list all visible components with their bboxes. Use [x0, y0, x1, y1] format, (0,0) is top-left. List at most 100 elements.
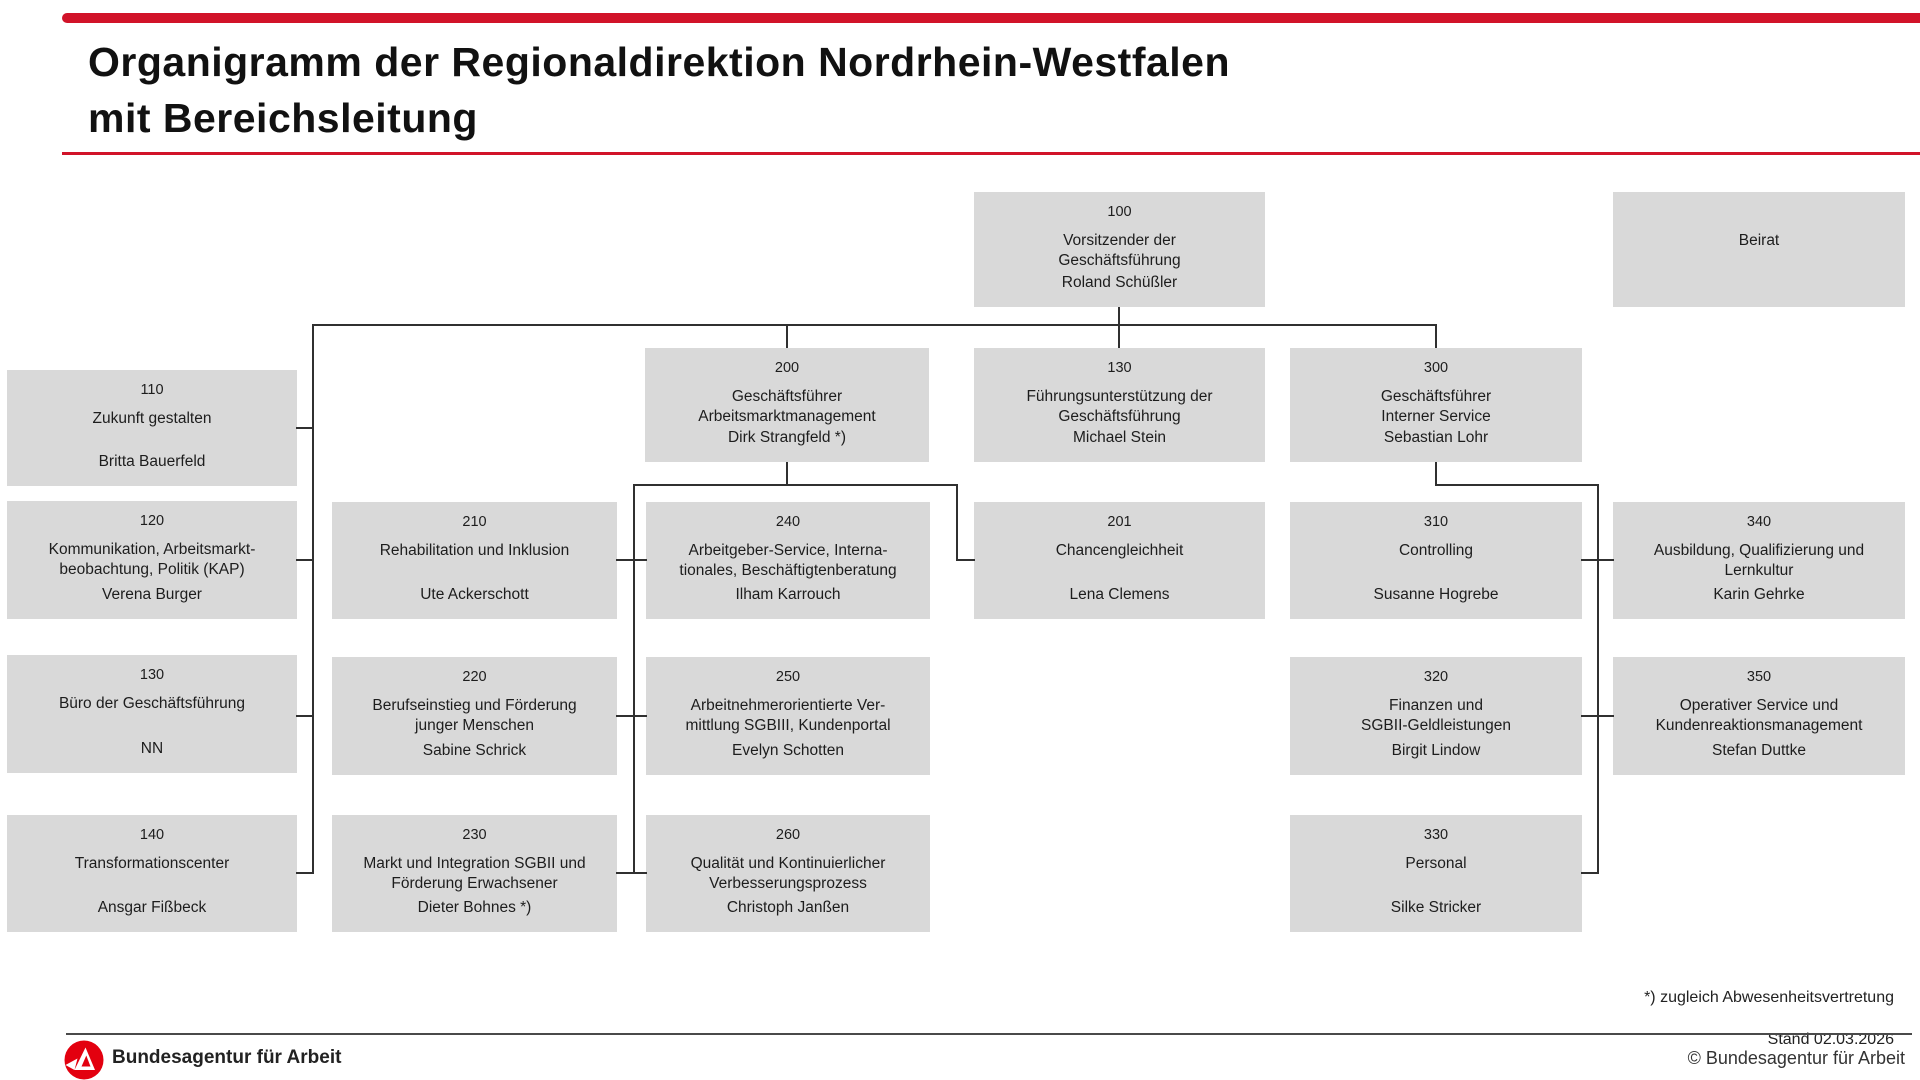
orgbox-person: Sabine Schrick [422, 742, 527, 759]
orgbox-person: Britta Bauerfeld [98, 453, 206, 470]
orgbox-240: 240 Arbeitgeber-Service, Interna- tional… [646, 502, 930, 619]
orgbox-person: Birgit Lindow [1391, 742, 1481, 759]
title-rule [62, 152, 1920, 155]
orgbox-person: Evelyn Schotten [731, 742, 844, 759]
orgbox-title: Finanzen und SGBII-Geldleistungen [1361, 697, 1511, 734]
footer-rule [66, 1033, 1912, 1035]
connector-line [312, 325, 314, 873]
orgbox-person: Silke Stricker [1390, 899, 1482, 916]
orgbox-number: 200 [774, 360, 800, 376]
orgbox-number: 110 [140, 382, 164, 398]
orgbox-title: Controlling [1398, 542, 1474, 559]
orgbox-310: 310 Controlling Susanne Hogrebe [1290, 502, 1582, 619]
orgbox-number: 340 [1746, 514, 1772, 530]
connector-line [1597, 485, 1599, 873]
orgbox-title: Führungsunterstützung der Geschäftsführu… [1026, 388, 1213, 425]
orgbox-person: Ute Ackerschott [420, 586, 529, 603]
orgbox-person: Karin Gehrke [1713, 586, 1805, 603]
orgbox-title: Zukunft gestalten [92, 410, 212, 427]
orgbox-person: Susanne Hogrebe [1373, 586, 1499, 603]
connector-line [786, 325, 788, 348]
connector-line [1581, 715, 1614, 717]
connector-line [956, 485, 958, 560]
orgbox-title: Chancengleichheit [1055, 542, 1184, 559]
orgbox-number: 130 [1107, 360, 1132, 376]
orgbox-person: Roland Schüßler [1061, 274, 1178, 291]
footnote-line2: Stand 02.03.2026 [1767, 1031, 1894, 1048]
orgbox-person: Verena Burger [102, 586, 202, 603]
orgbox-title: Berufseinstieg und Förderung junger Mens… [372, 697, 577, 734]
orgbox-230: 230 Markt und Integration SGBII und Förd… [332, 815, 617, 932]
orgbox-number: 320 [1423, 669, 1449, 685]
orgbox-330: 330 Personal Silke Stricker [1290, 815, 1582, 932]
page-title-line2: mit Bereichsleitung [88, 95, 478, 141]
page-title: Organigramm der Regionaldirektion Nordrh… [88, 34, 1230, 146]
orgbox-130-fuehrungsunterstuetzung: 130 Führungsunterstützung der Geschäftsf… [974, 348, 1265, 462]
orgbox-number: 140 [139, 827, 165, 843]
orgbox-number: 260 [775, 827, 801, 843]
orgbox-120: 120 Kommunikation, Arbeitsmarkt- beobach… [7, 501, 297, 619]
orgbox-100: 100 Vorsitzender der Geschäftsführung Ro… [974, 192, 1265, 307]
connector-line [1581, 872, 1599, 874]
page-title-line1: Organigramm der Regionaldirektion Nordrh… [88, 39, 1231, 85]
connector-line [1435, 325, 1437, 348]
orgbox-110: 110 Zukunft gestalten Britta Bauerfeld [7, 370, 297, 486]
connector-line [296, 427, 314, 429]
orgbox-title: Transformationscenter [74, 855, 230, 872]
ba-logo-icon [64, 1040, 104, 1080]
orgbox-person: Christoph Janßen [726, 899, 850, 916]
orgbox-title: Geschäftsführer Arbeitsmarktmanagement [698, 388, 876, 425]
connector-line [312, 324, 1437, 326]
connector-line [296, 559, 314, 561]
orgbox-title: Kommunikation, Arbeitsmarkt- beobachtung… [48, 541, 256, 578]
orgbox-title: Arbeitgeber-Service, Interna- tionales, … [679, 542, 897, 579]
connector-line [616, 872, 647, 874]
orgbox-title: Beirat [1738, 232, 1780, 249]
connector-line [1581, 559, 1614, 561]
orgbox-title: Operativer Service und Kundenreaktionsma… [1655, 697, 1863, 734]
connector-line [786, 462, 788, 485]
orgbox-title: Geschäftsführer Interner Service [1380, 388, 1492, 425]
connector-line [1435, 484, 1599, 486]
orgbox-number: 310 [1423, 514, 1449, 530]
orgbox-person: Dirk Strangfeld *) [727, 429, 846, 446]
orgbox-number: 130 [139, 667, 165, 683]
footer-copyright: © Bundesagentur für Arbeit [1687, 1048, 1905, 1068]
orgbox-title: Rehabilitation und Inklusion [379, 542, 570, 559]
orgbox-140: 140 Transformationscenter Ansgar Fißbeck [7, 815, 297, 932]
orgbox-number: 201 [1107, 514, 1132, 530]
orgbox-title: Qualität und Kontinuierlicher Verbesseru… [690, 855, 886, 892]
connector-line [1118, 307, 1120, 348]
top-accent-bar [62, 13, 1920, 23]
footnote: *) zugleich Abwesenheitsvertretung Stand… [1644, 966, 1894, 1071]
orgbox-200: 200 Geschäftsführer Arbeitsmarktmanageme… [645, 348, 929, 462]
connector-line [296, 715, 314, 717]
orgbox-260: 260 Qualität und Kontinuierlicher Verbes… [646, 815, 930, 932]
orgbox-title: Arbeitnehmerorientierte Ver- mittlung SG… [685, 697, 891, 734]
orgbox-number: 350 [1746, 669, 1772, 685]
connector-line [296, 872, 314, 874]
orgbox-person: Ansgar Fißbeck [97, 899, 207, 916]
orgbox-number: 300 [1423, 360, 1449, 376]
orgbox-person: Michael Stein [1072, 429, 1167, 446]
orgbox-person: Ilham Karrouch [735, 586, 841, 603]
orgbox-210: 210 Rehabilitation und Inklusion Ute Ack… [332, 502, 617, 619]
connector-line [616, 559, 647, 561]
orgbox-person: Stefan Duttke [1712, 742, 1806, 759]
connector-line [1435, 462, 1437, 485]
connector-line [956, 559, 975, 561]
orgbox-title: Ausbildung, Qualifizierung und Lernkultu… [1653, 542, 1865, 579]
connector-line [633, 484, 958, 486]
connector-line [616, 715, 647, 717]
orgbox-beirat: Beirat [1613, 192, 1905, 307]
orgbox-title: Markt und Integration SGBII und Förderun… [363, 855, 586, 892]
connector-line [633, 485, 635, 873]
orgbox-number: 240 [775, 514, 801, 530]
orgbox-number: 210 [462, 514, 487, 530]
orgbox-title: Personal [1405, 855, 1467, 872]
orgbox-person: Lena Clemens [1069, 586, 1170, 603]
orgbox-number: 230 [462, 827, 487, 843]
orgbox-300: 300 Geschäftsführer Interner Service Seb… [1290, 348, 1582, 462]
orgbox-220: 220 Berufseinstieg und Förderung junger … [332, 657, 617, 775]
